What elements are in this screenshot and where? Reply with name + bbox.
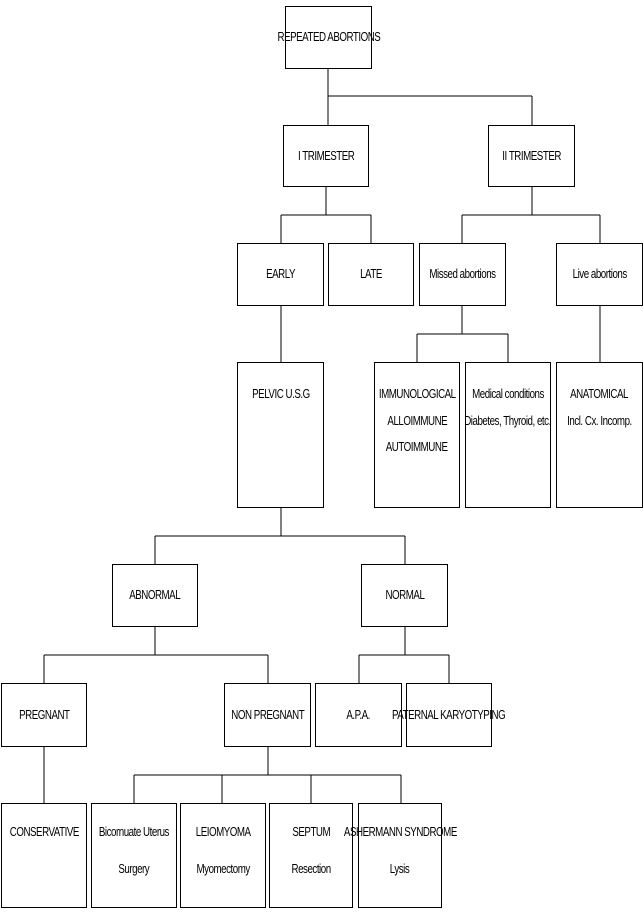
node-text-line: Diabetes, Thyroid, etc. — [464, 413, 552, 428]
node-non-pregnant: NON PREGNANT — [224, 683, 311, 747]
node-text-line: PATERNAL KARYOTYPING — [392, 707, 506, 722]
node-text-line: Lysis — [390, 861, 410, 876]
node-text-line: Incl. Cx. Incomp. — [567, 413, 632, 428]
node-late: LATE — [328, 243, 414, 306]
node-text-line: Missed abortions — [429, 267, 496, 282]
node-text-line: Medical conditions — [472, 387, 544, 401]
node-text-line: LATE — [360, 267, 382, 282]
node-second-trimester: II TRIMESTER — [488, 125, 575, 187]
node-apa: A.P.A. — [315, 683, 402, 747]
node-anatomical: ANATOMICAL Incl. Cx. Incomp. — [556, 362, 643, 508]
node-missed-abortions: Missed abortions — [419, 243, 506, 306]
node-pregnant: PREGNANT — [1, 683, 87, 747]
node-text-line: ABNORMAL — [129, 588, 181, 603]
node-text-line: EARLY — [266, 267, 295, 282]
node-conservative: CONSERVATIVE — [1, 803, 87, 908]
node-text-line: A.P.A. — [346, 707, 371, 722]
node-early: EARLY — [237, 243, 324, 306]
node-first-trimester: I TRIMESTER — [283, 125, 369, 187]
node-text-line: Surgery — [118, 861, 150, 876]
node-text-line: NORMAL — [385, 588, 424, 603]
node-text-line: SEPTUM — [292, 825, 330, 839]
node-text-line: II TRIMESTER — [502, 148, 561, 163]
node-repeated-abortions: REPEATED ABORTIONS — [277, 6, 380, 69]
node-text-line: ANATOMICAL — [570, 387, 629, 401]
node-text-line: Bicornuate Uterus — [98, 825, 170, 839]
node-text-line: Resection — [291, 861, 331, 876]
node-ashermann-syndrome: ASHERMANN SYNDROME Lysis — [344, 803, 457, 908]
node-text-line: Myomectomy — [196, 861, 250, 876]
node-text-line: Live abortions — [572, 267, 627, 282]
node-abnormal: ABNORMAL — [112, 564, 198, 627]
node-text-line: ALLOIMMUNE — [387, 413, 447, 428]
node-normal: NORMAL — [361, 564, 448, 627]
node-text-line: NON PREGNANT — [231, 707, 304, 722]
node-text-line: LEIOMYOMA — [195, 825, 251, 839]
node-paternal-karyotyping: PATERNAL KARYOTYPING — [392, 683, 506, 747]
node-live-abortions: Live abortions — [556, 243, 643, 306]
node-text-line: PREGNANT — [18, 707, 70, 722]
node-pelvic-usg: PELVIC U.S.G — [237, 362, 324, 508]
node-septum: SEPTUM Resection — [269, 803, 353, 908]
node-text-line: REPEATED ABORTIONS — [277, 30, 380, 45]
node-leiomyoma: LEIOMYOMA Myomectomy — [180, 803, 266, 908]
node-text-line: I TRIMESTER — [297, 148, 355, 163]
node-text-line: CONSERVATIVE — [9, 825, 79, 839]
node-text-line: AUTOIMMUNE — [386, 440, 448, 454]
node-immunological: IMMUNOLOGICAL ALLOIMMUNE AUTOIMMUNE — [374, 362, 460, 508]
node-text-line: PELVIC U.S.G — [251, 387, 310, 401]
node-text-line: ASHERMANN SYNDROME — [343, 825, 457, 839]
node-text-line: IMMUNOLOGICAL — [378, 387, 456, 401]
